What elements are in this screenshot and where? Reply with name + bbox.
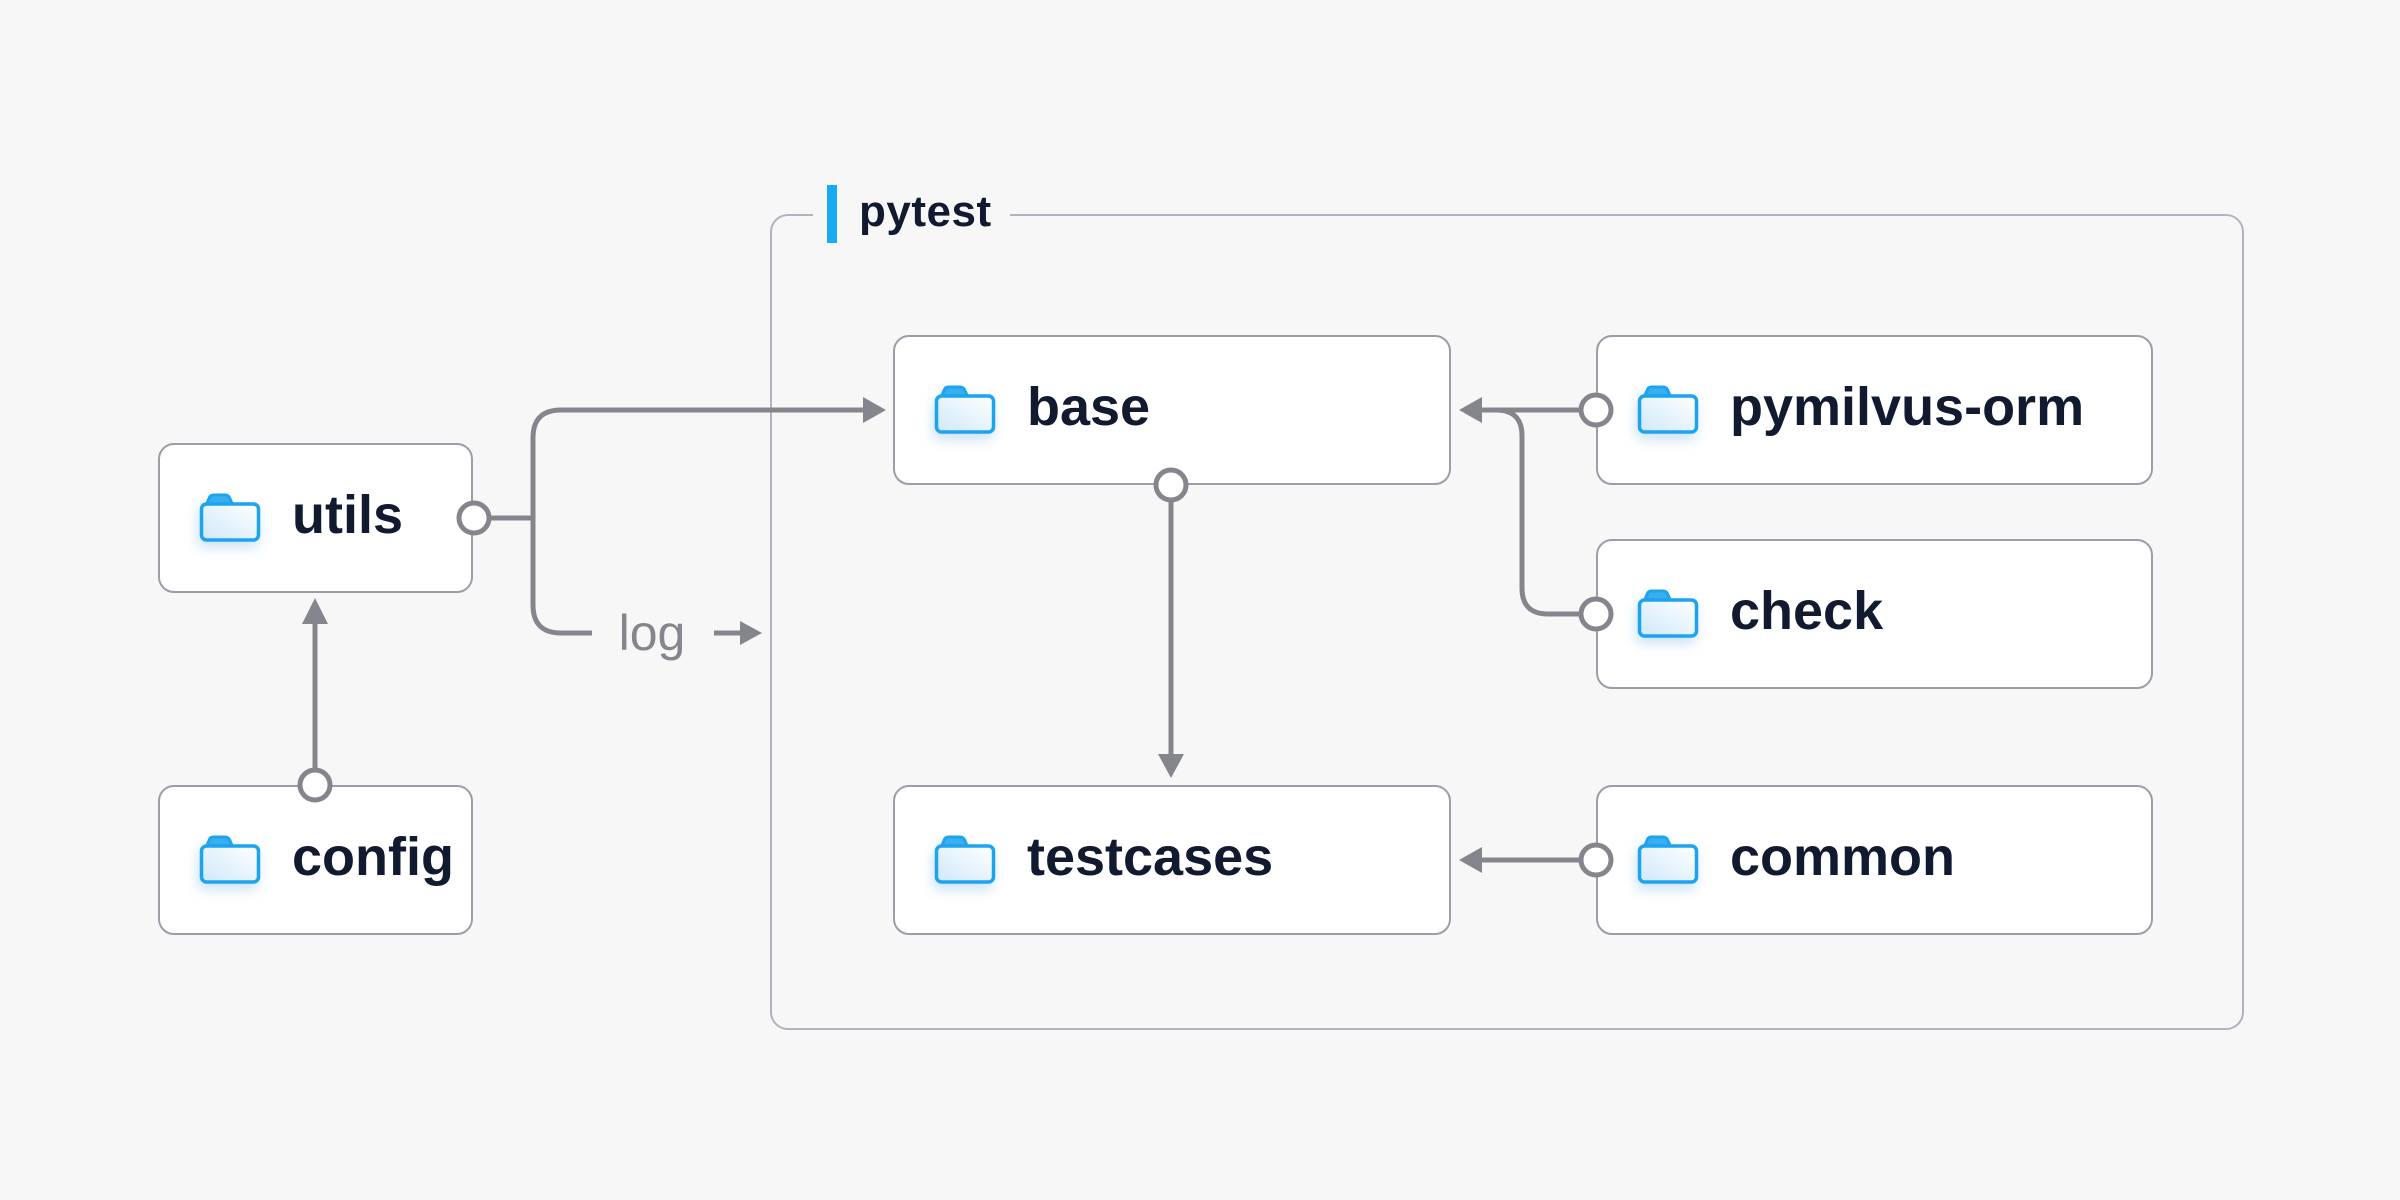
node-label: config [292, 827, 454, 887]
accent-bar [827, 185, 837, 243]
node-config: config [158, 785, 473, 935]
folder-icon [1637, 385, 1699, 434]
pytest-group-label-text: pytest [859, 187, 992, 236]
edge-label-log: log [618, 605, 686, 661]
node-label: pymilvus-orm [1730, 377, 2085, 437]
folder-icon [199, 493, 261, 542]
folder-icon [1637, 835, 1699, 884]
node-base: base [893, 335, 1451, 485]
node-label: check [1730, 581, 1884, 641]
arrowhead-into-utils [302, 598, 328, 624]
node-check: check [1596, 539, 2153, 689]
folder-icon [934, 835, 996, 884]
pytest-group [770, 214, 2244, 1030]
edge-utils-to-log [530, 518, 592, 636]
arrowhead-log-into-group [740, 621, 762, 645]
node-label: common [1730, 827, 1956, 887]
folder-icon [1637, 589, 1699, 638]
node-utils: utils [158, 443, 473, 593]
node-testcases: testcases [893, 785, 1451, 935]
node-label: utils [292, 485, 404, 545]
node-label: testcases [1027, 827, 1274, 887]
node-common: common [1596, 785, 2153, 935]
folder-icon [199, 835, 261, 884]
folder-icon [934, 385, 996, 434]
pytest-group-label: pytest [813, 183, 1010, 245]
node-label: base [1027, 377, 1151, 437]
node-pymilvus-orm: pymilvus-orm [1596, 335, 2153, 485]
